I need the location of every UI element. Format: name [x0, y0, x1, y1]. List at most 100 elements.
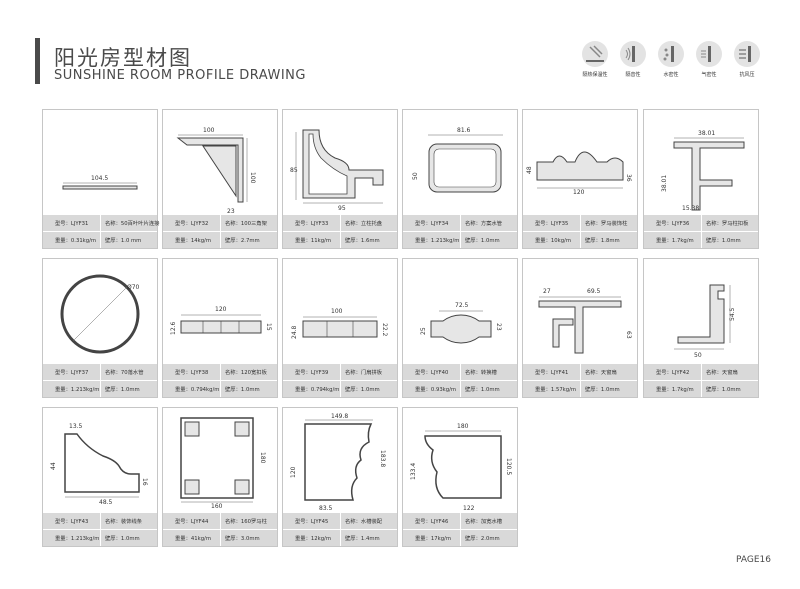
svg-text:38.01: 38.01: [661, 175, 668, 192]
svg-text:25: 25: [420, 327, 427, 335]
wind-pressure-icon: [734, 41, 760, 67]
profile-drawing: Ø70: [60, 274, 140, 354]
profile-drawing: 27 69.5 63: [538, 288, 632, 354]
svg-text:23: 23: [495, 323, 502, 331]
svg-text:83.5: 83.5: [319, 505, 333, 512]
svg-text:15.38: 15.38: [682, 205, 699, 212]
svg-text:48: 48: [526, 166, 533, 174]
profile-drawing: 85 95: [290, 129, 384, 212]
insulation-icon: [582, 41, 608, 67]
svg-text:15: 15: [265, 323, 272, 331]
profile-drawing: 180 133.4 120.5 122: [410, 423, 512, 512]
profile-drawing: 180 160: [180, 417, 266, 510]
page-number: PAGE16: [736, 555, 771, 565]
profile-drawing: 100 24.8 22.2: [291, 308, 388, 339]
svg-text:72.5: 72.5: [455, 302, 469, 309]
profile-drawing: 81.6 50: [412, 127, 503, 193]
svg-text:50: 50: [694, 352, 702, 359]
svg-text:180: 180: [457, 423, 469, 430]
feature-air: 气密性: [694, 41, 724, 78]
svg-text:69.5: 69.5: [587, 288, 601, 295]
svg-text:23: 23: [227, 208, 235, 215]
profile-drawing: 54.5 50: [674, 284, 736, 359]
svg-text:63: 63: [625, 331, 632, 339]
svg-text:100: 100: [203, 127, 215, 134]
svg-text:81.6: 81.6: [457, 127, 471, 134]
svg-text:104.5: 104.5: [91, 175, 108, 182]
feature-sound: 隔音性: [618, 41, 648, 78]
svg-text:22.2: 22.2: [381, 323, 388, 337]
svg-text:50: 50: [412, 172, 419, 180]
svg-text:27: 27: [543, 288, 551, 295]
feature-wind: 抗风压: [732, 41, 762, 78]
svg-text:24.8: 24.8: [291, 325, 298, 339]
svg-text:85: 85: [290, 167, 298, 174]
svg-text:Ø70: Ø70: [127, 284, 140, 291]
feature-icons: 隔热保温性 隔音性 水密性 气密性 抗风压: [580, 41, 765, 91]
svg-text:120.5: 120.5: [505, 458, 512, 475]
profile-drawing: 48 36 120: [526, 151, 632, 196]
svg-text:12.6: 12.6: [170, 321, 177, 335]
svg-text:120: 120: [290, 466, 297, 478]
water-tightness-icon: [658, 41, 684, 67]
svg-text:54.5: 54.5: [729, 307, 736, 321]
profile-drawing: 72.5 25 23: [420, 302, 502, 344]
profile-drawing: 149.8 183.8 120 83.5: [290, 413, 386, 512]
profile-drawing: 13.5 44 16 48.5: [50, 423, 148, 506]
page-title: 阳光房型材图: [54, 46, 192, 70]
svg-text:95: 95: [338, 205, 346, 212]
svg-text:120: 120: [573, 189, 585, 196]
title-accent-bar: [35, 38, 40, 84]
feature-water: 水密性: [656, 41, 686, 78]
svg-text:100: 100: [249, 172, 256, 184]
profile-drawing: 38.01 38.01 15.38: [661, 130, 745, 212]
svg-text:36: 36: [625, 174, 632, 182]
profile-drawing: 100 100 23: [176, 127, 256, 215]
svg-text:120: 120: [215, 306, 227, 313]
profile-drawing: 120 12.6 15: [170, 306, 272, 335]
svg-text:48.5: 48.5: [99, 499, 113, 506]
page-subtitle: SUNSHINE ROOM PROFILE DRAWING: [54, 68, 306, 83]
svg-text:38.01: 38.01: [698, 130, 715, 137]
svg-text:149.8: 149.8: [331, 413, 348, 420]
sound-insulation-icon: [620, 41, 646, 67]
air-tightness-icon: [696, 41, 722, 67]
svg-text:100: 100: [331, 308, 343, 315]
svg-text:13.5: 13.5: [69, 423, 83, 430]
profile-drawing: 104.5: [62, 175, 138, 190]
svg-text:160: 160: [211, 503, 223, 510]
feature-insulation: 隔热保温性: [580, 41, 610, 78]
svg-text:122: 122: [463, 505, 475, 512]
